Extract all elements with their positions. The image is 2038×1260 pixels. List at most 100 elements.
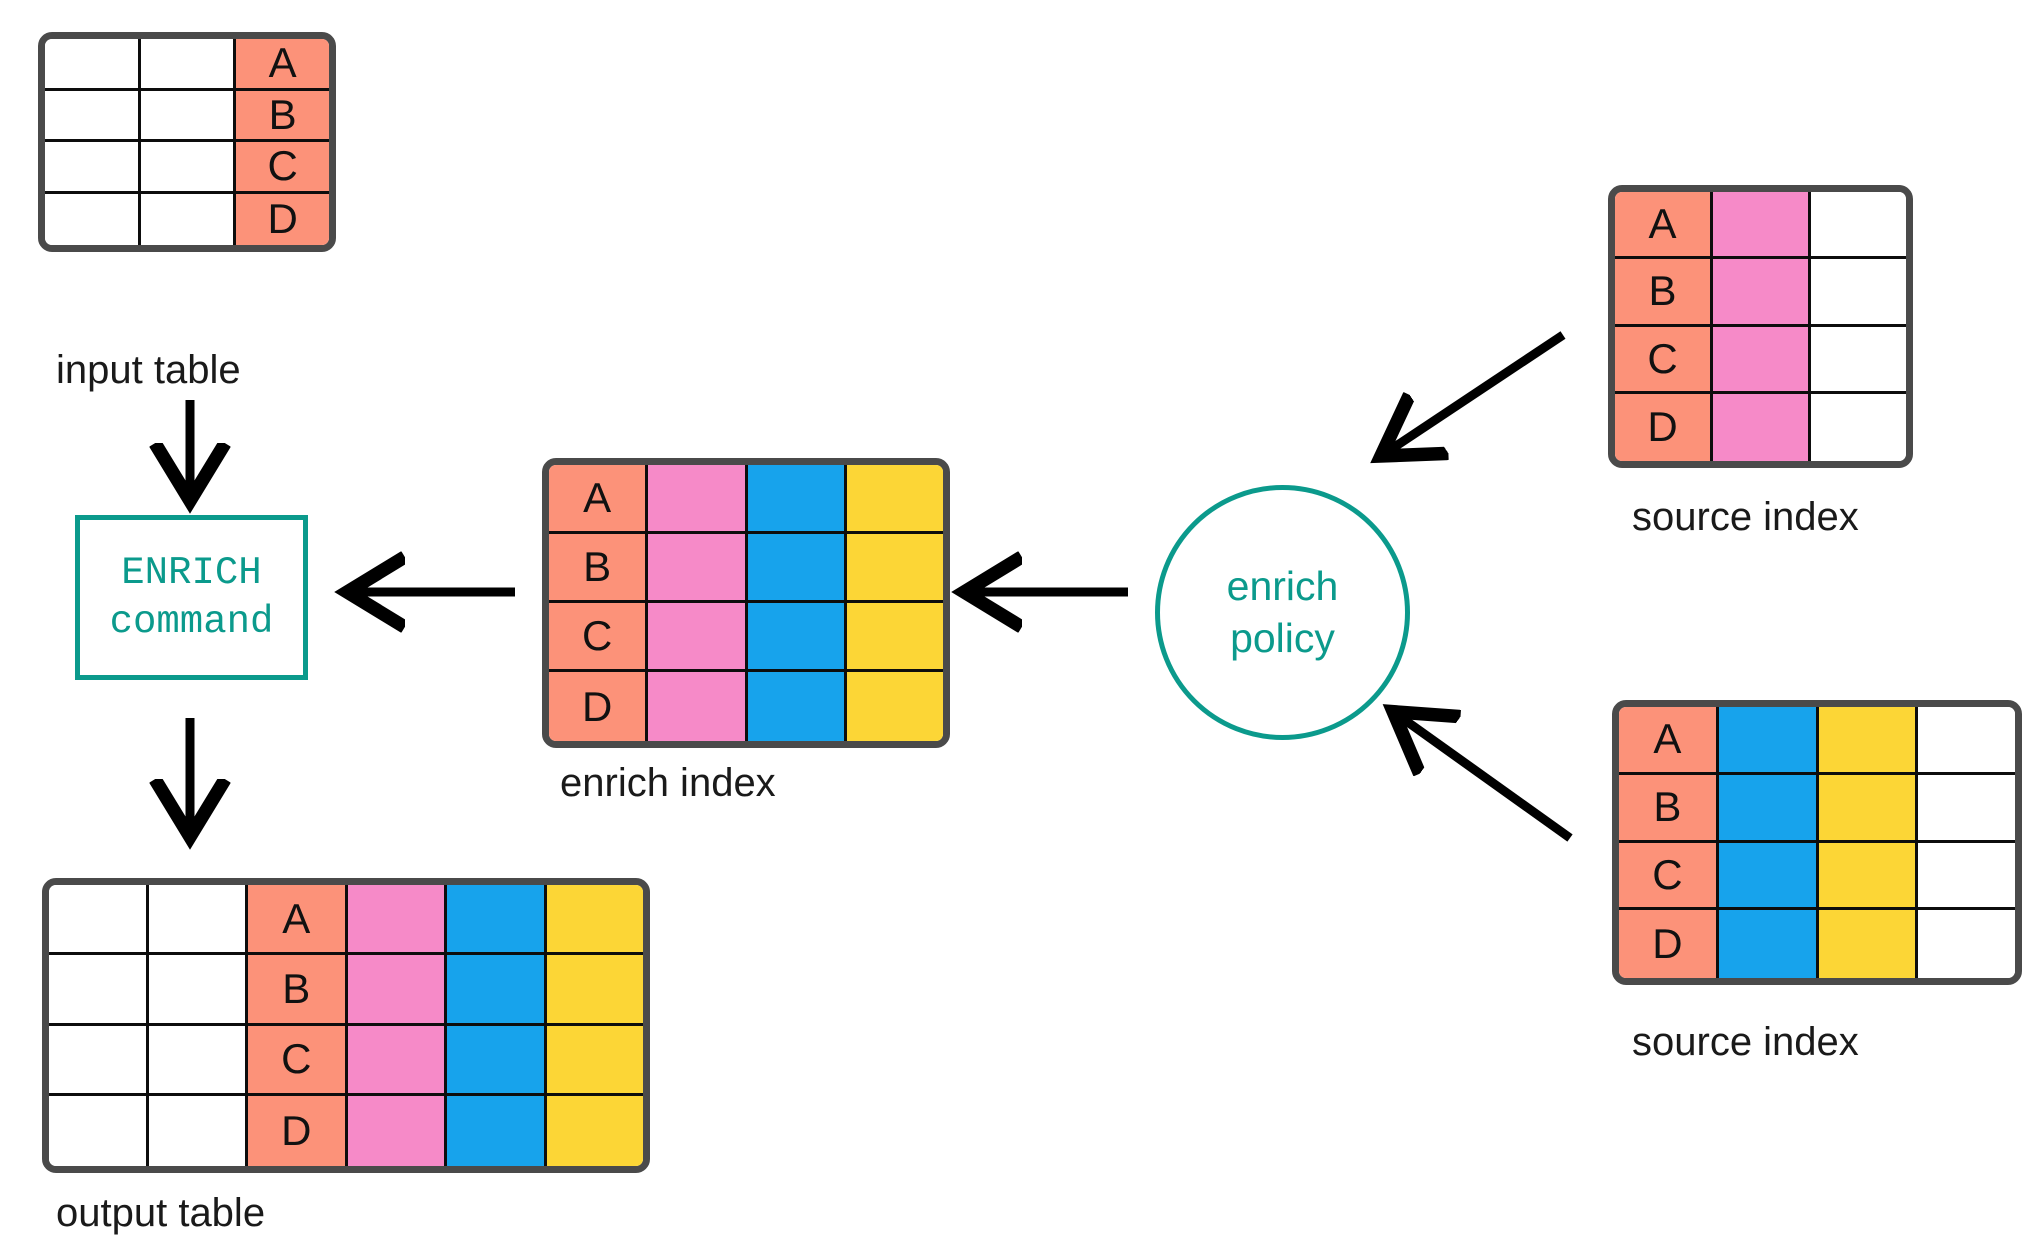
output-table-cell-r4-c3: D bbox=[248, 1095, 348, 1166]
enrich-command-line2: command bbox=[109, 599, 274, 644]
input-table-cell-r3-c1 bbox=[45, 142, 141, 194]
output-table-cell-r3-c3: C bbox=[248, 1025, 348, 1096]
output-table-cell-r3-c2 bbox=[148, 1025, 248, 1096]
output-table-cell-r3-c1 bbox=[49, 1025, 149, 1096]
source-index-bottom-cell-r1-c1: A bbox=[1619, 707, 1719, 775]
source-index-top-cell-r2-c3 bbox=[1811, 259, 1906, 327]
output-table-cell-r2-c3: B bbox=[248, 955, 348, 1026]
enrich-index-cell-r4-c2 bbox=[648, 672, 748, 741]
enrich-index-cell-r4-c1: D bbox=[549, 672, 649, 741]
source-index-top-row: B bbox=[1615, 259, 1906, 327]
source-index-bottom-cell-r4-c1: D bbox=[1619, 910, 1719, 978]
arrow-source-top-to-policy bbox=[1390, 331, 1566, 450]
source-index-top-cell-r3-c3 bbox=[1811, 326, 1906, 394]
output-table-cell-r2-c2 bbox=[148, 955, 248, 1026]
output-table-cell-r1-c5 bbox=[447, 885, 547, 956]
source-index-bottom-row: B bbox=[1619, 774, 2015, 843]
source-index-top-caption: source index bbox=[1632, 495, 1859, 539]
input-table-cell-r2-c3: B bbox=[236, 90, 329, 142]
output-table-cell-r4-c6 bbox=[546, 1095, 643, 1166]
enrich-command-line1: ENRICH bbox=[121, 550, 262, 595]
enrich-command-box[interactable]: ENRICH command bbox=[75, 515, 308, 680]
enrich-index-cell-r1-c1: A bbox=[549, 465, 649, 534]
input-table-cell-r2-c1 bbox=[45, 90, 141, 142]
source-index-top-cell-r3-c1: C bbox=[1615, 326, 1713, 394]
source-index-top-row: C bbox=[1615, 326, 1906, 394]
enrich-index-cell-r1-c4 bbox=[846, 465, 943, 534]
source-index-top-cell-r1-c2 bbox=[1713, 192, 1811, 260]
input-table-cell-r1-c1 bbox=[45, 39, 141, 91]
source-index-bottom-row: D bbox=[1619, 910, 2015, 978]
input-table-cell-r4-c1 bbox=[45, 193, 141, 245]
output-table-cell-r1-c2 bbox=[148, 885, 248, 956]
source-index-bottom-cell-r2-c1: B bbox=[1619, 774, 1719, 843]
enrich-index-cell-r2-c4 bbox=[846, 534, 943, 603]
enrich-index-cell-r3-c4 bbox=[846, 603, 943, 672]
enrich-index-caption: enrich index bbox=[560, 761, 776, 805]
input-table-cell-r1-c2 bbox=[140, 39, 237, 91]
output-table-cell-r1-c4 bbox=[347, 885, 447, 956]
output-table-cell-r2-c5 bbox=[447, 955, 547, 1026]
input-table-cell-r3-c2 bbox=[140, 142, 237, 194]
source-index-top-cell-r4-c3 bbox=[1811, 393, 1906, 461]
output-table-cell-r3-c4 bbox=[347, 1025, 447, 1096]
enrich-index-cell-r3-c1: C bbox=[549, 603, 649, 672]
input-table-row: A bbox=[45, 39, 329, 91]
input-table-caption: input table bbox=[56, 348, 241, 392]
input-table-cell-r2-c2 bbox=[140, 90, 237, 142]
output-table-cell-r3-c6 bbox=[546, 1025, 643, 1096]
enrich-index-cell-r1-c3 bbox=[747, 465, 847, 534]
output-table-cell-r2-c6 bbox=[546, 955, 643, 1026]
source-index-bottom-cell-r2-c2 bbox=[1718, 774, 1819, 843]
output-table-row: D bbox=[49, 1095, 643, 1166]
output-table-caption: output table bbox=[56, 1191, 266, 1235]
output-table-cell-r1-c6 bbox=[546, 885, 643, 956]
source-index-top-cell-r4-c1: D bbox=[1615, 393, 1713, 461]
enrich-index-row: D bbox=[549, 672, 943, 741]
source-index-bottom-cell-r4-c3 bbox=[1818, 910, 1919, 978]
output-table-cell-r3-c5 bbox=[447, 1025, 547, 1096]
enrich-index-cell-r3-c3 bbox=[747, 603, 847, 672]
source-index-top-cell-r1-c1: A bbox=[1615, 192, 1713, 260]
source-index-bottom-cell-r4-c4 bbox=[1918, 910, 2015, 978]
input-table-cell-r4-c2 bbox=[140, 193, 237, 245]
source-index-bottom-cell-r2-c4 bbox=[1918, 774, 2015, 843]
source-index-top-cell-r2-c2 bbox=[1713, 259, 1811, 327]
source-index-bottom-cell-r3-c2 bbox=[1718, 842, 1819, 911]
input-table-row: D bbox=[45, 193, 329, 245]
enrich-index-cell-r3-c2 bbox=[648, 603, 748, 672]
source-index-bottom-cell-r3-c4 bbox=[1918, 842, 2015, 911]
enrich-policy-line2: policy bbox=[1230, 614, 1335, 661]
input-table-row: C bbox=[45, 142, 329, 194]
output-table-cell-r2-c1 bbox=[49, 955, 149, 1026]
enrich-policy-node[interactable]: enrich policy bbox=[1155, 485, 1410, 740]
enrich-index-cell-r4-c3 bbox=[747, 672, 847, 741]
source-index-top-cell-r1-c3 bbox=[1811, 192, 1906, 260]
source-index-bottom-cell-r1-c3 bbox=[1818, 707, 1919, 775]
enrich-index-row: B bbox=[549, 534, 943, 603]
enrich-index-cell-r2-c3 bbox=[747, 534, 847, 603]
source-index-bottom-cell-r1-c2 bbox=[1718, 707, 1819, 775]
output-table-cell-r4-c4 bbox=[347, 1095, 447, 1166]
source-index-bottom-cell-r4-c2 bbox=[1718, 910, 1819, 978]
source-index-bottom-cell-r3-c1: C bbox=[1619, 842, 1719, 911]
output-table-cell-r2-c4 bbox=[347, 955, 447, 1026]
source-index-top-row: A bbox=[1615, 192, 1906, 260]
source-index-bottom-row: C bbox=[1619, 842, 2015, 911]
input-table-cell-r4-c3: D bbox=[236, 193, 329, 245]
output-table-cell-r4-c5 bbox=[447, 1095, 547, 1166]
output-table-row: A bbox=[49, 885, 643, 956]
output-table-cell-r4-c2 bbox=[148, 1095, 248, 1166]
output-table-cell-r1-c1 bbox=[49, 885, 149, 956]
source-index-bottom-cell-r3-c3 bbox=[1818, 842, 1919, 911]
input-table-cell-r3-c3: C bbox=[236, 142, 329, 194]
input-table-cell-r1-c3: A bbox=[236, 39, 329, 91]
enrich-index-row: C bbox=[549, 603, 943, 672]
source-index-bottom-row: A bbox=[1619, 707, 2015, 775]
